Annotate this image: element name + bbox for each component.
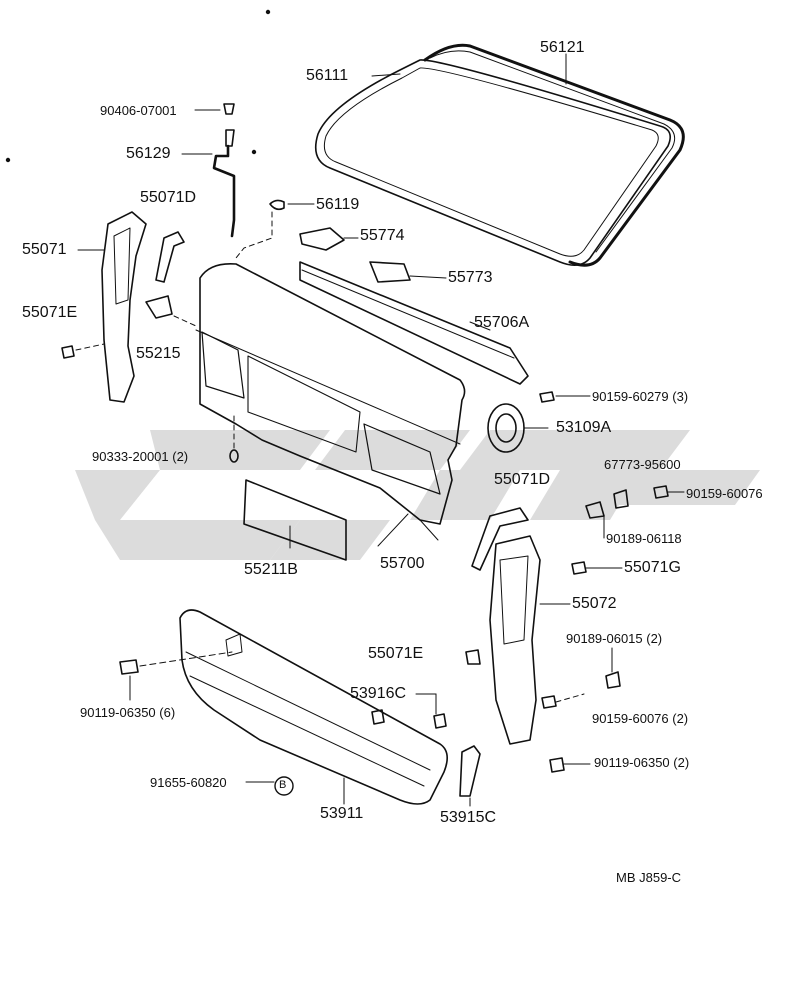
part-label-55071: 55071 [22, 241, 67, 258]
part-label-55072: 55072 [572, 595, 617, 612]
part-label-53915c: 53915C [440, 809, 497, 826]
windshield-glass [314, 59, 671, 266]
part-label-56119: 56119 [316, 196, 360, 213]
callout-b-circle [274, 776, 294, 796]
part-label-91655-60820: 91655-60820 [150, 775, 227, 790]
part-label-55706a: 55706A [474, 314, 530, 331]
part-label-53916c: 53916C [350, 685, 407, 702]
part-label-55071d-top: 55071D [140, 189, 197, 206]
part-label-90119-06350-left: 90119-06350 (6) [80, 705, 176, 720]
front-body-panel [199, 262, 466, 525]
front-bumper [179, 609, 448, 805]
part-label-55700: 55700 [380, 555, 425, 572]
license-plate-panel [243, 479, 347, 561]
watermark-logo [75, 430, 760, 560]
part-label-56111: 56111 [306, 67, 349, 84]
part-label-90333-20001: 90333-20001 (2) [92, 449, 189, 464]
part-label-67773-95600: 67773-95600 [604, 457, 681, 472]
part-label-90119-06350-right: 90119-06350 (2) [594, 755, 690, 770]
part-label-90406-07001: 90406-07001 [100, 103, 177, 118]
part-label-90159-60279: 90159-60279 (3) [592, 389, 689, 404]
part-label-55071d-right: 55071D [494, 471, 551, 488]
part-label-56121: 56121 [540, 39, 585, 56]
part-label-90189-06118: 90189-06118 [606, 531, 682, 546]
part-label-55211b: 55211B [244, 561, 298, 578]
cowl-top-panel [299, 261, 529, 385]
part-label-55071g: 55071G [624, 559, 681, 576]
diagram-reference-code: MB J859-C [616, 870, 682, 885]
part-label-90159-60076: 90159-60076 [686, 486, 763, 501]
part-label-53109a: 53109A [556, 419, 612, 436]
part-label-90159-60076-2: 90159-60076 (2) [592, 711, 689, 726]
left-pillar [101, 211, 147, 403]
part-label-55215: 55215 [136, 345, 181, 362]
callout-b-letter: B [279, 779, 287, 791]
part-label-55774: 55774 [360, 227, 405, 244]
windshield-weatherstrip [423, 43, 685, 267]
part-label-55071e-left: 55071E [22, 304, 78, 321]
right-pillar [489, 535, 541, 745]
part-label-55773: 55773 [448, 269, 493, 286]
part-label-90189-06015: 90189-06015 (2) [566, 631, 663, 646]
part-label-56129: 56129 [126, 145, 171, 162]
part-label-53911: 53911 [320, 805, 364, 822]
part-label-55071e-mid: 55071E [368, 645, 424, 662]
